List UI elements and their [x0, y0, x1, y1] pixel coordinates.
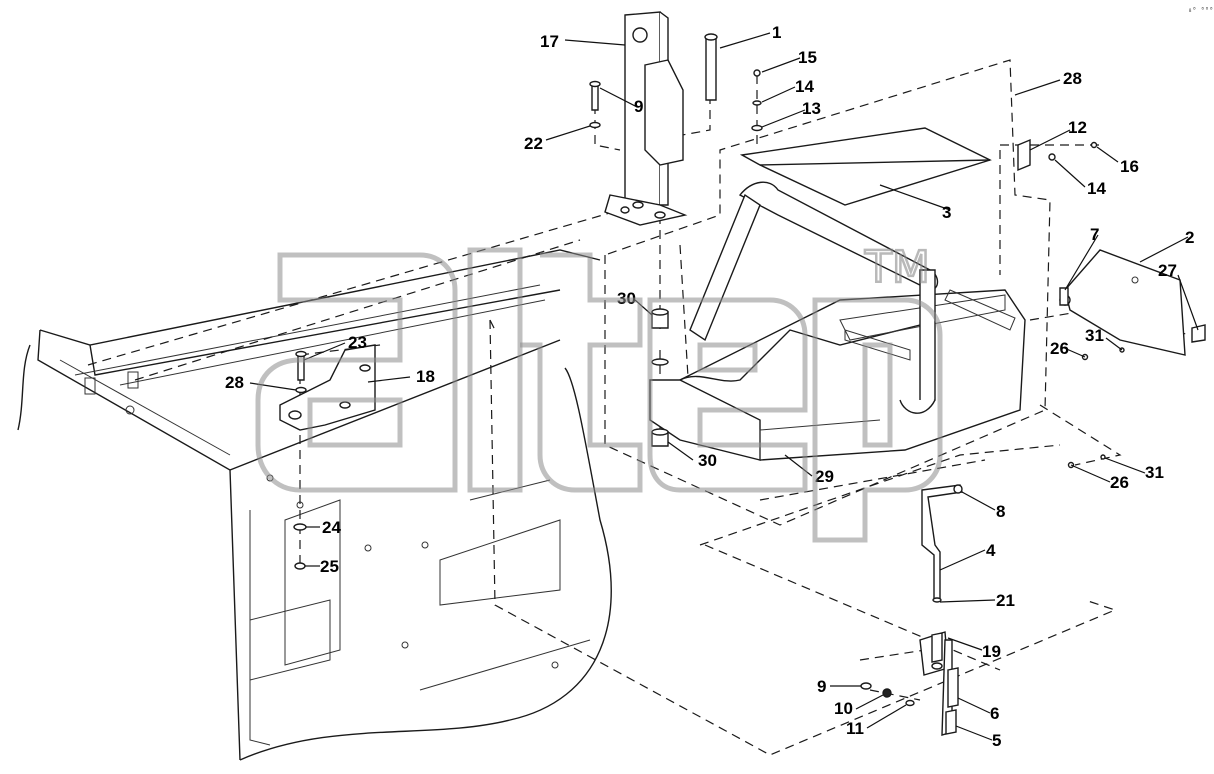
label-26-right: 26	[1050, 339, 1069, 358]
label-27: 27	[1158, 261, 1177, 280]
label-15: 15	[798, 48, 817, 67]
label-5: 5	[992, 731, 1001, 750]
label-25: 25	[320, 557, 339, 576]
watermark-trademark: TM	[864, 242, 930, 293]
fastener-stack-15-14-13	[751, 69, 763, 132]
fasteners-26-31	[1067, 347, 1125, 469]
label-24: 24	[322, 518, 341, 537]
label-1: 1	[772, 23, 781, 42]
upper-rail-part-3	[739, 127, 992, 206]
bushing-part-30-upper	[651, 308, 669, 366]
pin-part-1	[704, 33, 718, 101]
post-bracket-part-17	[604, 11, 688, 226]
label-30-lower: 30	[698, 451, 717, 470]
label-9-upper: 9	[634, 97, 643, 116]
label-12: 12	[1068, 118, 1087, 137]
label-9-lower: 9	[817, 677, 826, 696]
label-16: 16	[1120, 157, 1139, 176]
label-31-lower: 31	[1145, 463, 1164, 482]
lever-rod-part-4	[921, 484, 963, 603]
label-2: 2	[1185, 228, 1194, 247]
label-29: 29	[815, 467, 834, 486]
bolt-part-9-upper	[589, 80, 601, 129]
label-17: 17	[540, 32, 559, 51]
label-14-right: 14	[1087, 179, 1106, 198]
watermark-logo: TM	[255, 241, 943, 543]
label-26-lower: 26	[1110, 473, 1129, 492]
bracket-part-12	[1017, 138, 1098, 172]
label-3: 3	[942, 203, 951, 222]
label-18: 18	[416, 367, 435, 386]
corner-mark: ₈⁰ ⁰⁰⁰	[1188, 6, 1213, 14]
label-4: 4	[986, 541, 996, 560]
label-28-left: 28	[225, 373, 244, 392]
callout-labels: 17 1 15 14 13 28 12 16 14 9 22 3 2 7 27 …	[225, 23, 1194, 750]
label-13: 13	[802, 99, 821, 118]
label-10: 10	[834, 699, 853, 718]
label-8: 8	[996, 502, 1005, 521]
label-21: 21	[996, 591, 1015, 610]
label-11: 11	[846, 719, 864, 738]
latch-assembly-19-6-5	[919, 631, 959, 736]
label-22: 22	[524, 134, 543, 153]
label-14-upper: 14	[795, 77, 814, 96]
label-31-right: 31	[1085, 326, 1104, 345]
side-bracket-part-2	[1059, 249, 1206, 356]
label-23: 23	[348, 333, 367, 352]
vehicle-body-panel	[17, 249, 612, 761]
label-19: 19	[982, 642, 1001, 661]
tank-frame-part-29	[649, 181, 1026, 461]
label-28-upper: 28	[1063, 69, 1082, 88]
label-6: 6	[990, 704, 999, 723]
label-7: 7	[1090, 225, 1099, 244]
bushing-part-30-lower	[651, 428, 669, 447]
